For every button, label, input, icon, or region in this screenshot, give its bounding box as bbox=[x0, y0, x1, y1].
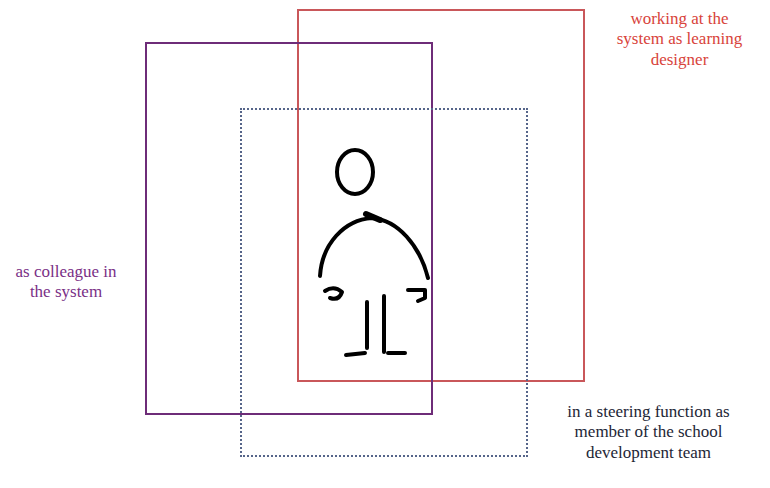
figure-left-hand bbox=[325, 288, 342, 299]
figure-right-hand bbox=[408, 290, 425, 301]
figure-left-foot bbox=[346, 353, 365, 355]
role-frame-designer: working at the system as learning design… bbox=[297, 9, 585, 382]
role-label: working at the system as learning design… bbox=[607, 9, 752, 70]
figure-right-leg bbox=[382, 296, 386, 352]
role-label: in a steering function as member of the … bbox=[546, 402, 751, 463]
figure-left-leg bbox=[365, 302, 369, 348]
figure-right-foot bbox=[388, 351, 405, 355]
role-label: as colleague in the system bbox=[14, 262, 118, 303]
figure-head bbox=[337, 150, 373, 194]
figure-shoulders bbox=[320, 218, 428, 278]
role-frame-steering: in a steering function as member of the … bbox=[240, 108, 528, 457]
role-frame-colleague: as colleague in the system bbox=[145, 42, 433, 415]
figure-shoulder-mark bbox=[366, 214, 380, 220]
